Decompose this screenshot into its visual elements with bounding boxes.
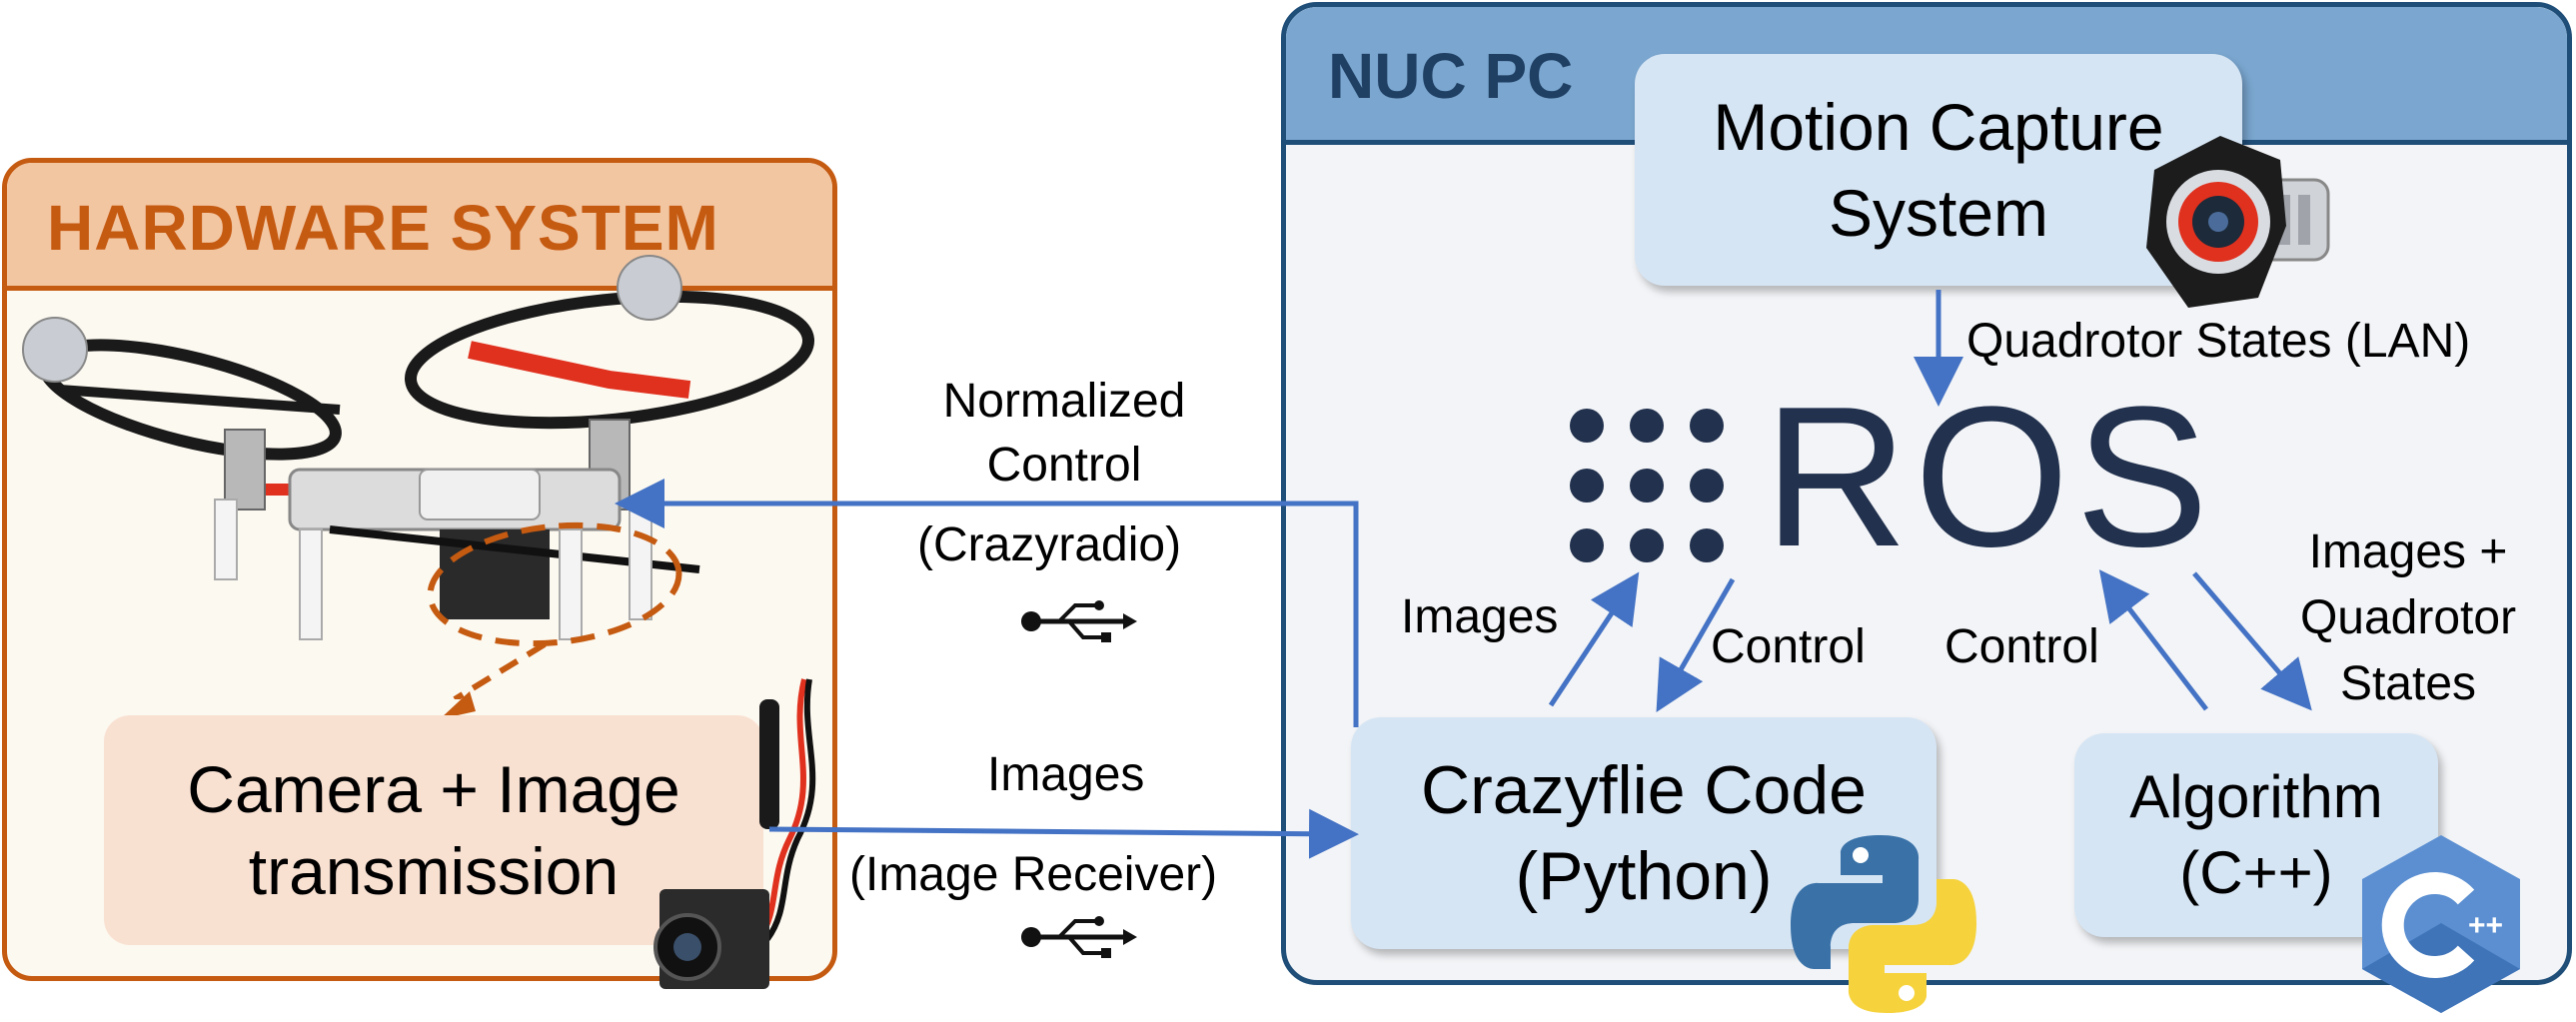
nuc-title: NUC PC xyxy=(1328,40,1574,112)
camera-transmission-box: Camera + Image transmission xyxy=(104,715,763,945)
mocap-line1: Motion Capture xyxy=(1713,90,2164,164)
ros-label: ROS xyxy=(1764,366,2215,588)
images-to-ros-label: Images xyxy=(1401,590,1559,643)
control-from-algorithm-arrow xyxy=(2098,569,2208,711)
usb-icon xyxy=(1021,916,1137,958)
quadrotor-states-lan-label: Quadrotor States (LAN) xyxy=(1966,315,2471,368)
images-quad-line1: Images + xyxy=(2308,525,2508,578)
crazyradio-label: (Crazyradio) xyxy=(917,518,1182,571)
hardware-title: HARDWARE SYSTEM xyxy=(47,192,719,264)
images-states-to-algorithm-arrow xyxy=(2192,571,2312,711)
normalized-control-label: Normalized Control xyxy=(899,370,1229,498)
mocap-line2: System xyxy=(1828,176,2049,250)
images-link-arrow xyxy=(768,808,1359,859)
crazyflie-code-box: Crazyflie Code (Python) xyxy=(1351,717,1936,949)
algo-line2: (C++) xyxy=(2179,839,2333,906)
dashed-arrowhead xyxy=(440,691,476,719)
camera-line2: transmission xyxy=(248,834,620,908)
algorithm-box: Algorithm (C++) xyxy=(2074,733,2438,937)
control-from-ros-label: Control xyxy=(1711,620,1866,673)
usb-icon xyxy=(1021,600,1137,642)
images-quad-line2: Quadrotor xyxy=(2299,591,2517,644)
cpp-logo: ++ xyxy=(2362,835,2520,1013)
images-to-ros-arrow xyxy=(1548,571,1640,707)
crazyflie-line2: (Python) xyxy=(1515,838,1773,914)
normalized-control-arrow xyxy=(615,479,1359,727)
control-to-crazyflie-arrow xyxy=(1656,577,1736,713)
algo-line1: Algorithm xyxy=(2129,763,2383,830)
hardware-header: HARDWARE SYSTEM xyxy=(7,163,832,291)
svg-text:++: ++ xyxy=(2468,909,2503,942)
images-quadrotor-states-label: Images + Quadrotor States xyxy=(2270,519,2546,717)
fpv-camera xyxy=(653,678,816,989)
normalized-line1: Normalized xyxy=(942,375,1186,428)
mocap-camera xyxy=(2146,136,2330,308)
control-to-ros-label: Control xyxy=(1944,620,2099,673)
crazyflie-line1: Crazyflie Code xyxy=(1421,752,1867,828)
drone-photo xyxy=(22,255,815,699)
motion-capture-box: Motion Capture System xyxy=(1635,54,2242,286)
camera-line1: Camera + Image xyxy=(187,752,680,826)
images-link-label: Images xyxy=(987,748,1145,801)
python-logo xyxy=(1791,835,1976,1013)
ros-dots-logo xyxy=(1570,409,1724,562)
images-quad-line3: States xyxy=(2339,657,2477,710)
image-receiver-label: (Image Receiver) xyxy=(849,848,1218,901)
normalized-line2: Control xyxy=(986,439,1142,492)
